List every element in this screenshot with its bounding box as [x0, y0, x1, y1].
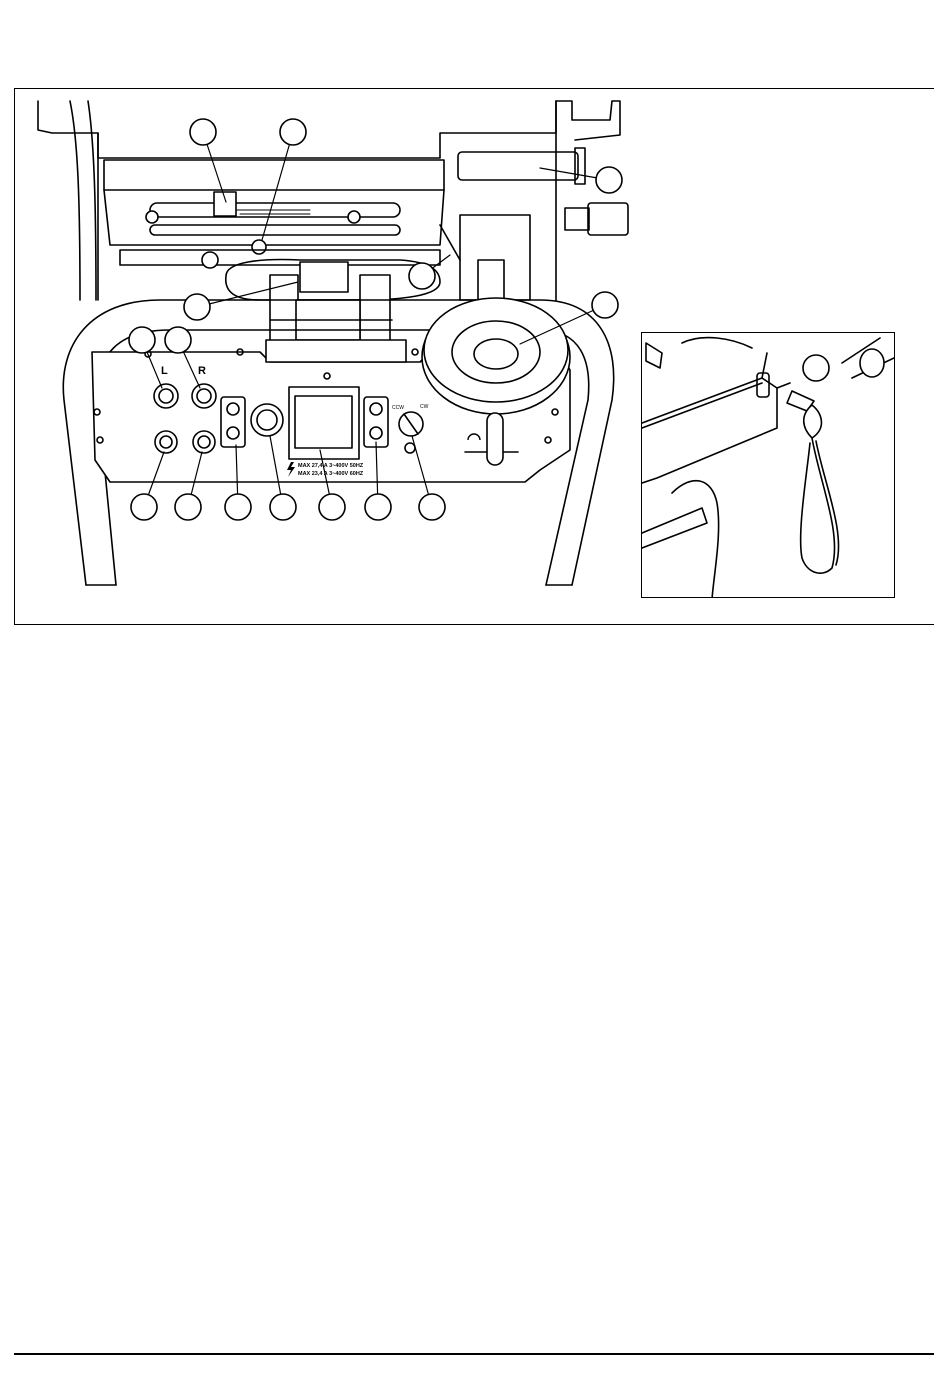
callout-circle: [184, 294, 210, 320]
callout-circle: [190, 119, 216, 145]
label-ccw: CCW: [392, 405, 404, 411]
callout-circle: [270, 494, 296, 520]
callout-circle: [365, 494, 391, 520]
callout-circle: [175, 494, 201, 520]
label-right: R: [198, 365, 206, 377]
top-tray: [104, 160, 444, 268]
callout-circle: [131, 494, 157, 520]
rating-line-1: MAX 27,4 A 3~400V 50HZ: [298, 463, 364, 469]
callout-circle: [225, 494, 251, 520]
label-left: L: [161, 365, 168, 377]
callout-circle: [596, 167, 622, 193]
callout-circle: [409, 263, 435, 289]
callout-circle: [419, 494, 445, 520]
rating-line-2: MAX 23,4 A 3~400V 60HZ: [298, 471, 364, 477]
callout-circle: [165, 327, 191, 353]
callout-circle: [592, 292, 618, 318]
callout-circle: [129, 327, 155, 353]
footer-rule: [14, 1353, 934, 1355]
label-cw: CW: [420, 404, 429, 410]
inset-detail: [641, 332, 895, 598]
callout-circle: [280, 119, 306, 145]
callout-circle: [319, 494, 345, 520]
